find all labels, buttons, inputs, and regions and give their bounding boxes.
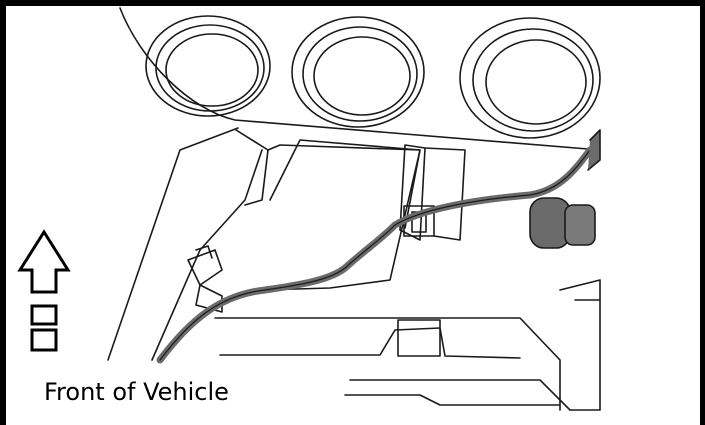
right-housing: [559, 279, 601, 411]
cable: [156, 146, 594, 364]
stacked-squares-icon: [30, 304, 58, 326]
dash-panel-outline: [119, 7, 601, 151]
vent-right: [459, 17, 601, 139]
lower-tray: [214, 317, 561, 411]
up-arrow-icon: [17, 229, 71, 294]
left-clip: [187, 249, 223, 286]
cable-connector: [529, 129, 601, 249]
center-post: [399, 144, 426, 241]
front-direction-indicator: [14, 226, 74, 366]
caption-front-of-vehicle: Front of Vehicle: [40, 378, 233, 406]
vent-left: [145, 15, 271, 117]
console-left-wall: [107, 127, 239, 361]
vent-center: [291, 16, 425, 128]
console-opening: [261, 139, 421, 291]
